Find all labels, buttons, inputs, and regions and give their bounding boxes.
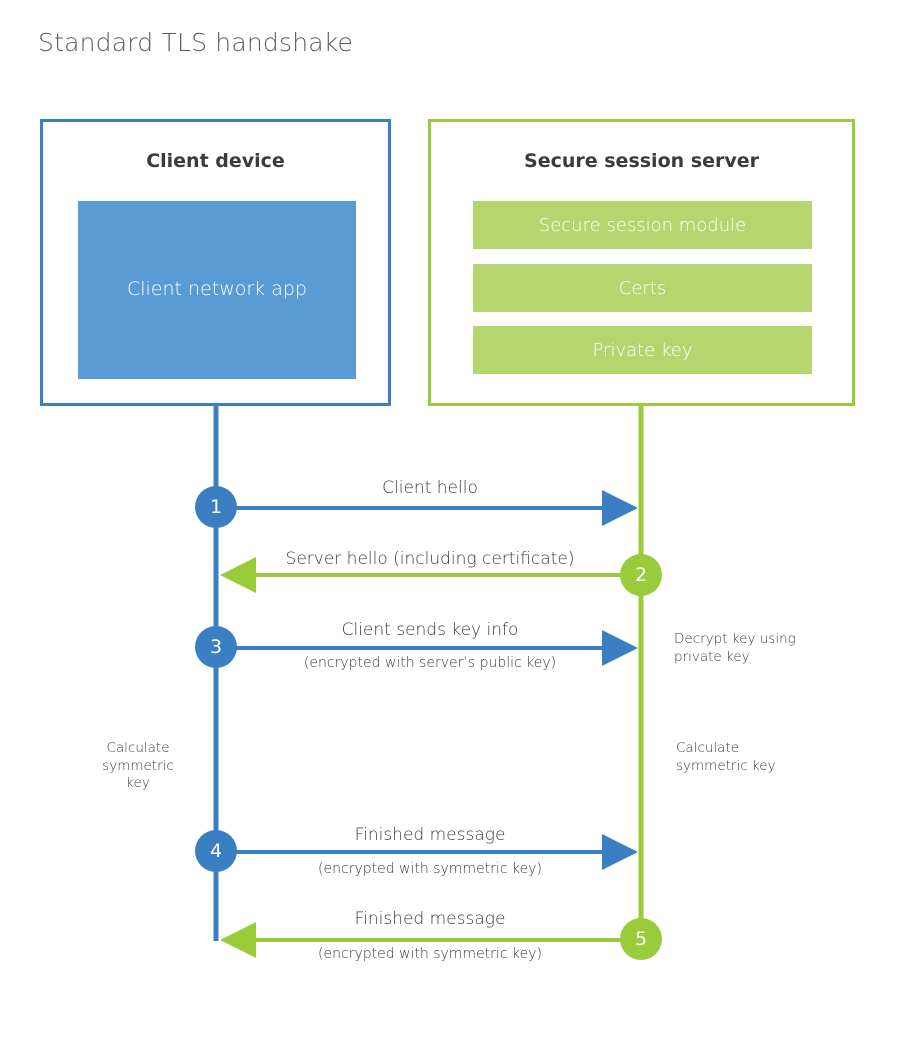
secure-session-server-title: Secure session server <box>524 150 759 172</box>
step-badge-1: 1 <box>195 486 237 528</box>
message-sublabel-5: (encrypted with symmetric key) <box>318 946 542 962</box>
message-sublabel-3: (encrypted with server’s public key) <box>303 655 557 671</box>
page-title: Standard TLS handshake <box>38 28 354 57</box>
client-device-box: Client device Client network app <box>40 119 391 406</box>
step-badge-2: 2 <box>620 554 662 596</box>
step-badge-5: 5 <box>620 918 662 960</box>
client-device-title: Client device <box>146 150 285 172</box>
secure-session-server-box: Secure session server Secure session mod… <box>428 119 855 406</box>
server-component-private-key: Private key <box>473 326 812 374</box>
message-sublabel-4: (encrypted with symmetric key) <box>318 861 542 877</box>
client-network-app-block: Client network app <box>78 201 356 379</box>
message-label-1: Client hello <box>382 478 478 498</box>
note-decrypt-key: Decrypt key using private key <box>674 631 796 665</box>
server-component-certs: Certs <box>473 264 812 312</box>
step-badge-4: 4 <box>195 830 237 872</box>
note-client-calculate-symmetric-key: Calculate symmetric key <box>102 740 174 792</box>
message-label-2: Server hello (including certificate) <box>285 549 575 569</box>
message-label-5: Finished message <box>354 909 506 929</box>
server-component-secure-session-module: Secure session module <box>473 201 812 249</box>
step-badge-3: 3 <box>195 626 237 668</box>
note-server-calculate-symmetric-key: Calculate symmetric key <box>676 740 776 774</box>
message-label-3: Client sends key info <box>341 620 519 640</box>
message-label-4: Finished message <box>354 825 506 845</box>
